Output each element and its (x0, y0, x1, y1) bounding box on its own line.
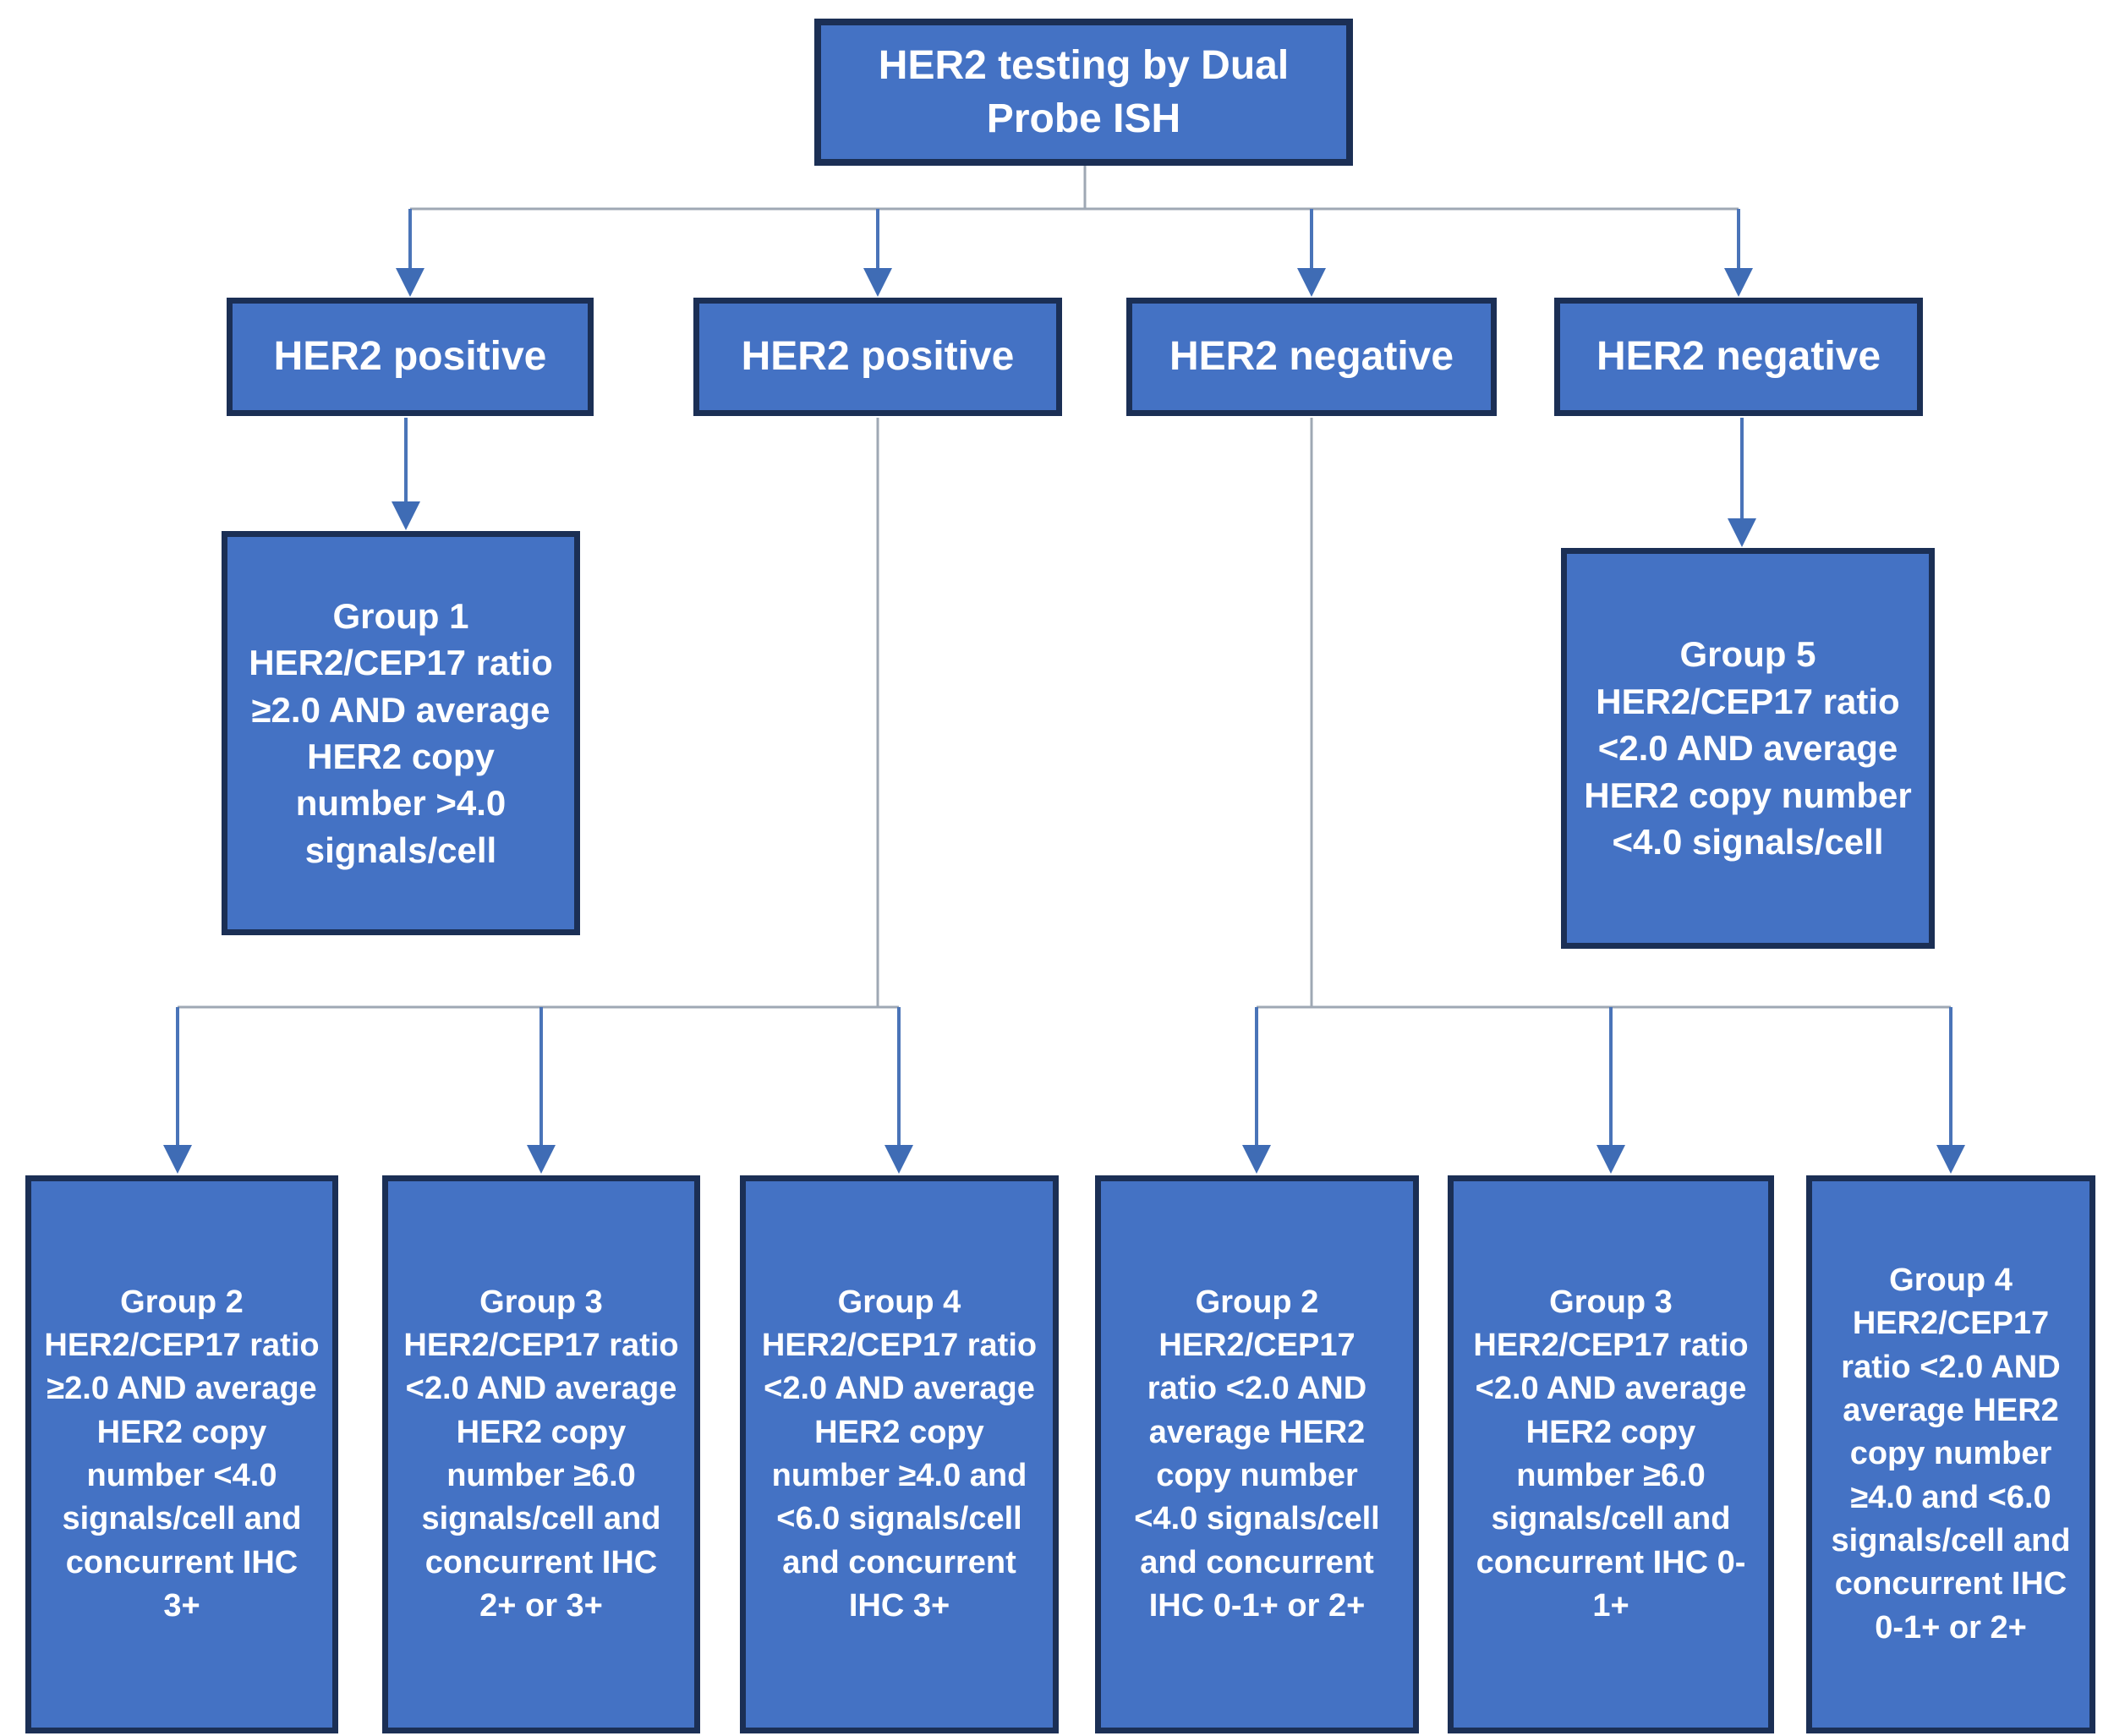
arrowhead-group5 (1728, 518, 1756, 547)
leaf-node-group3-negative: Group 3 HER2/CEP17 ratio <2.0 AND averag… (1448, 1175, 1774, 1733)
group5-node: Group 5 HER2/CEP17 ratio <2.0 AND averag… (1561, 548, 1935, 949)
leaf-node-group4-negative: Group 4 HER2/CEP17 ratio <2.0 AND averag… (1806, 1175, 2095, 1733)
branch-node-her2-negative-2: HER2 negative (1554, 298, 1923, 416)
leaf-node-group2-negative: Group 2 HER2/CEP17 ratio <2.0 AND averag… (1095, 1175, 1419, 1733)
root-node-her2-testing: HER2 testing by Dual Probe ISH (814, 19, 1353, 166)
arrowhead-leaf-1 (163, 1145, 192, 1174)
arrowhead-leaf-3 (884, 1145, 913, 1174)
leaf-node-group2-positive: Group 2 HER2/CEP17 ratio ≥2.0 AND averag… (25, 1175, 338, 1733)
leaf-node-group4-positive: Group 4 HER2/CEP17 ratio <2.0 AND averag… (740, 1175, 1059, 1733)
arrowhead-leaf-2 (527, 1145, 556, 1174)
leaf-node-group3-positive: Group 3 HER2/CEP17 ratio <2.0 AND averag… (382, 1175, 700, 1733)
arrowhead-leaf-6 (1936, 1145, 1965, 1174)
arrowhead-leaf-5 (1596, 1145, 1625, 1174)
arrowhead-branch-2 (863, 268, 892, 297)
branch-node-her2-positive-1: HER2 positive (227, 298, 594, 416)
arrowhead-leaf-4 (1242, 1145, 1271, 1174)
branch-node-her2-positive-2: HER2 positive (693, 298, 1062, 416)
arrowhead-branch-3 (1297, 268, 1326, 297)
arrowhead-group1 (392, 501, 420, 530)
arrowhead-branch-4 (1724, 268, 1753, 297)
arrowhead-branch-1 (396, 268, 424, 297)
group1-node: Group 1 HER2/CEP17 ratio ≥2.0 AND averag… (222, 531, 580, 935)
branch-node-her2-negative-1: HER2 negative (1126, 298, 1497, 416)
